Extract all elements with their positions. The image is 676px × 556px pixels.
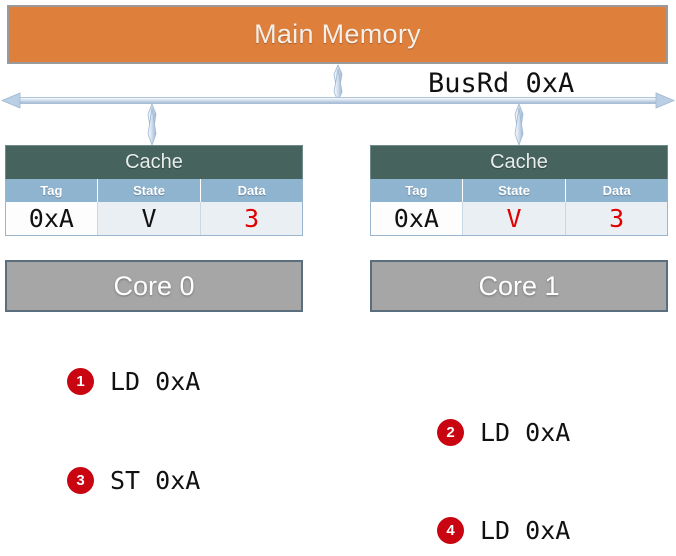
cache-header-state: State	[462, 179, 567, 202]
step-number-badge: 2	[437, 419, 464, 446]
cache-table-core0: Tag State Data 0xA V 3	[5, 179, 303, 236]
cache-header-row: Tag State Data	[6, 179, 302, 202]
cache-block-core0: Cache Tag State Data 0xA V 3	[5, 145, 303, 236]
step-4: 4 LD 0xA	[437, 516, 570, 545]
step-number-badge: 4	[437, 517, 464, 544]
step-instruction-text: ST 0xA	[110, 466, 201, 495]
cache-table-core1: Tag State Data 0xA V 3	[370, 179, 668, 236]
step-instruction-text: LD 0xA	[110, 367, 201, 396]
bus-cache1-connector-arrow	[514, 102, 524, 147]
cache-block-core1: Cache Tag State Data 0xA V 3	[370, 145, 668, 236]
core-label: Core 1	[478, 270, 560, 301]
cache-title-label: Cache	[125, 151, 183, 173]
bus-cache0-connector-arrow	[147, 102, 157, 147]
cache-value-state: V	[97, 202, 202, 235]
step-3: 3 ST 0xA	[67, 466, 200, 495]
cache-value-state: V	[462, 202, 567, 235]
cache-value-data: 3	[566, 202, 667, 235]
cache-title-label: Cache	[490, 151, 548, 173]
memory-bus-connector-arrow	[333, 64, 343, 102]
step-2: 2 LD 0xA	[437, 418, 570, 447]
cache-value-tag: 0xA	[6, 202, 98, 235]
cache-title-core0: Cache	[5, 145, 303, 179]
cache-header-data: Data	[566, 179, 667, 202]
cache-value-row: 0xA V 3	[371, 202, 667, 235]
cache-header-state: State	[97, 179, 202, 202]
cache-header-tag: Tag	[371, 179, 463, 202]
core-label: Core 0	[113, 270, 195, 301]
cache-header-data: Data	[201, 179, 302, 202]
core-block-1: Core 1	[370, 260, 668, 312]
step-instruction-text: LD 0xA	[480, 516, 571, 545]
cache-value-tag: 0xA	[371, 202, 463, 235]
cache-header-tag: Tag	[6, 179, 98, 202]
cache-title-core1: Cache	[370, 145, 668, 179]
cache-header-row: Tag State Data	[371, 179, 667, 202]
main-memory-block: Main Memory	[7, 5, 668, 64]
cache-value-row: 0xA V 3	[6, 202, 302, 235]
step-1: 1 LD 0xA	[67, 367, 200, 396]
step-number-badge: 3	[67, 467, 94, 494]
cache-value-data: 3	[201, 202, 302, 235]
step-instruction-text: LD 0xA	[480, 418, 571, 447]
bus-wiring	[0, 64, 676, 147]
bus-transaction-label: BusRd 0xA	[428, 68, 575, 99]
core-block-0: Core 0	[5, 260, 303, 312]
step-number-badge: 1	[67, 368, 94, 395]
main-memory-label: Main Memory	[254, 19, 421, 49]
bus-line	[0, 92, 676, 109]
